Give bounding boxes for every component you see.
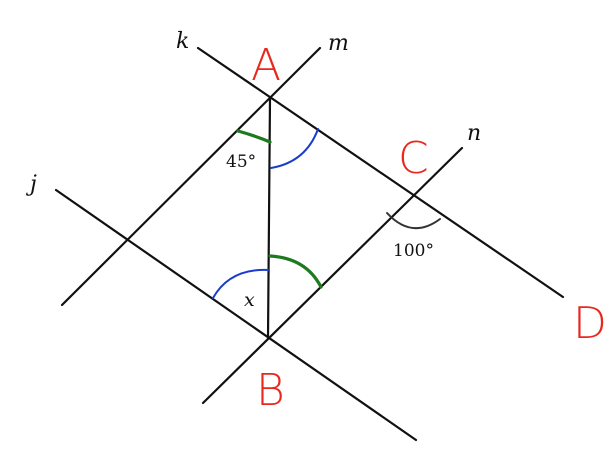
point-label-c: C	[398, 133, 429, 184]
angle-arc-a-blue	[270, 128, 319, 169]
point-label-b: B	[256, 365, 285, 416]
label-line-k: k	[176, 29, 189, 54]
line-k	[196, 46, 565, 299]
angle-label-b: x	[244, 289, 255, 311]
point-label-a: A	[251, 40, 281, 91]
angle-arc-b-green	[268, 254, 323, 289]
label-line-m: m	[328, 31, 349, 56]
angle-label-a: 45°	[226, 152, 256, 172]
line-n	[201, 146, 464, 405]
angle-label-c: 100°	[393, 241, 434, 261]
segment-ab	[266, 96, 272, 340]
angle-arc-a-green	[236, 129, 272, 144]
line-j	[54, 188, 418, 442]
point-label-d: D	[573, 298, 605, 349]
line-m	[60, 46, 322, 307]
label-line-n: n	[467, 121, 481, 146]
label-line-j: j	[25, 172, 37, 197]
angle-arc-c	[386, 212, 441, 230]
angle-arc-b-blue	[212, 268, 270, 299]
